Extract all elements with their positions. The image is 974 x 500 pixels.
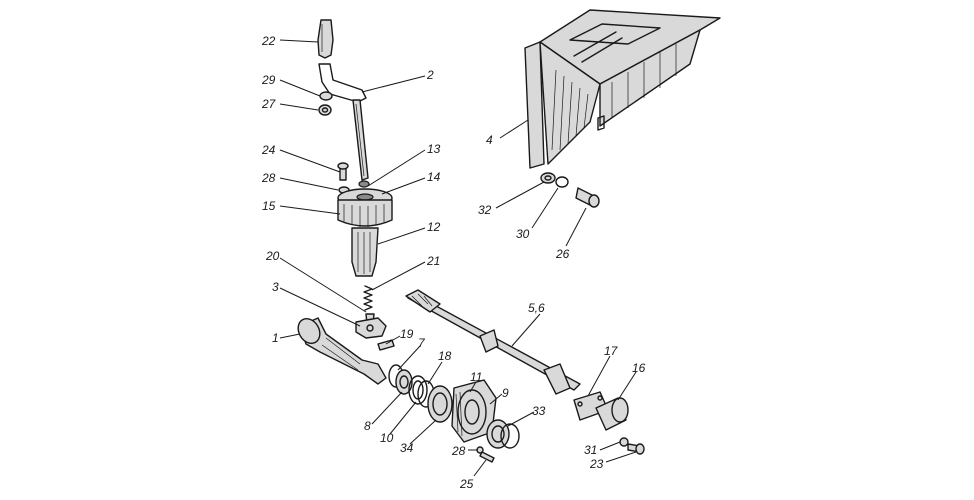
- part-31-washer: [619, 437, 629, 447]
- part-22-knob: [317, 19, 334, 59]
- callout-30: 30: [516, 227, 530, 241]
- callout-27: 27: [261, 97, 277, 111]
- part-23-bolt: [627, 443, 645, 455]
- part-56-shaft: [405, 289, 581, 395]
- part-25-screw-lower: [479, 451, 495, 463]
- part-16-cap: [595, 397, 629, 431]
- part-2-lever: [318, 63, 369, 181]
- callout-28-lower: 28: [451, 444, 466, 458]
- part-8-ring: [395, 369, 413, 395]
- callout-19: 19: [400, 327, 414, 341]
- part-33-ring: [486, 419, 520, 449]
- part-27-washer: [318, 104, 332, 116]
- callout-56: 5,6: [528, 301, 545, 315]
- callout-labels: 22 2 29 27 24 28 15 13 14 12 20 21 3 1 1…: [261, 34, 646, 491]
- callout-33: 33: [532, 404, 546, 418]
- callout-4: 4: [486, 133, 493, 147]
- part-15-housing: [337, 199, 393, 227]
- part-11-flange: [451, 379, 497, 443]
- part-34-bearing: [427, 385, 453, 423]
- callout-2: 2: [426, 68, 434, 82]
- callout-31: 31: [584, 443, 597, 457]
- callout-8: 8: [364, 419, 371, 433]
- callout-17: 17: [604, 344, 619, 358]
- callout-3: 3: [272, 280, 279, 294]
- callout-7: 7: [418, 336, 426, 350]
- callout-18: 18: [438, 349, 452, 363]
- callout-15: 15: [262, 199, 276, 213]
- leader-lines: [279, 39, 637, 477]
- callout-34: 34: [400, 441, 414, 455]
- callout-20: 20: [265, 249, 280, 263]
- part-32-washer: [540, 172, 556, 184]
- callout-26: 26: [555, 247, 570, 261]
- callout-23: 23: [589, 457, 604, 471]
- callout-11: 11: [470, 370, 482, 384]
- callout-12: 12: [427, 220, 441, 234]
- part-21-spring: [363, 285, 373, 311]
- callout-10: 10: [380, 431, 394, 445]
- callout-32: 32: [478, 203, 492, 217]
- part-26-bolt: [575, 187, 600, 208]
- callout-13: 13: [427, 142, 441, 156]
- callout-9: 9: [502, 386, 509, 400]
- part-19-bolt: [377, 339, 395, 351]
- part-30-spring-washer: [555, 176, 569, 188]
- part-24-screw: [337, 162, 349, 181]
- part-3-fork: [355, 317, 387, 339]
- callout-29: 29: [261, 73, 276, 87]
- part-1-sleeve: [297, 317, 387, 385]
- callout-1: 1: [272, 331, 279, 345]
- part-12-shaft-body: [351, 227, 379, 277]
- callout-16: 16: [632, 361, 646, 375]
- part-13-pin: [358, 180, 370, 188]
- part-4-bracket: [524, 9, 721, 169]
- callout-25: 25: [459, 477, 474, 491]
- callout-28-upper: 28: [261, 171, 276, 185]
- part-29-nut: [319, 91, 333, 101]
- callout-22: 22: [261, 34, 276, 48]
- callout-14: 14: [427, 170, 441, 184]
- callout-24: 24: [261, 143, 276, 157]
- callout-21: 21: [426, 254, 440, 268]
